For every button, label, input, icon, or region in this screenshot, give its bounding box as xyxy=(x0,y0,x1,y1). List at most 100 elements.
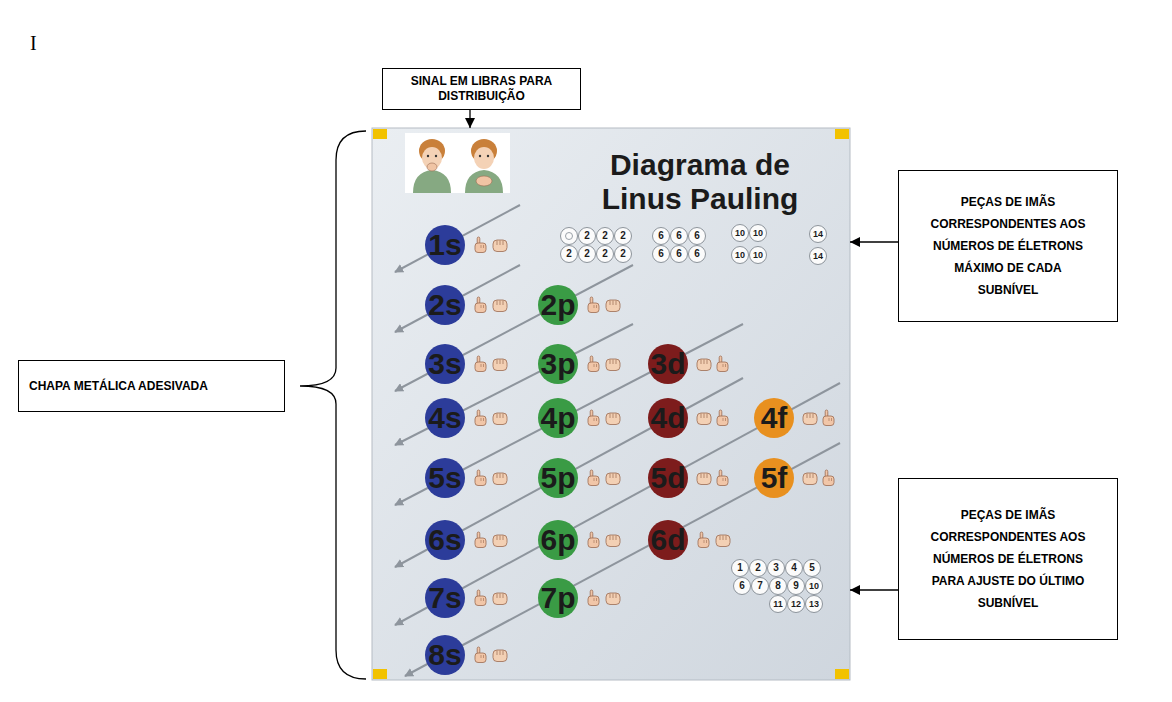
subshell-circle: 3d xyxy=(648,344,688,384)
blank-magnet xyxy=(561,228,578,245)
subshell-label: 1s xyxy=(425,228,465,262)
magnet-piece: 10 xyxy=(731,246,749,264)
subshell-circle: 4p xyxy=(538,398,578,438)
subshell-circle: 1s xyxy=(425,225,465,265)
hand-sign xyxy=(475,470,486,486)
subshell-label: 5s xyxy=(425,461,465,495)
subshell-label: 4f xyxy=(754,401,794,435)
magnet-number: 10 xyxy=(732,238,748,272)
hand-sign xyxy=(493,650,507,662)
subshell-circle: 5d xyxy=(648,458,688,498)
subshell-label: 6p xyxy=(538,523,578,557)
callout-text: SINAL EM LIBRAS PARA DISTRIBUIÇÃO xyxy=(391,74,572,104)
hand-sign xyxy=(588,470,599,486)
subshell-circle: 6p xyxy=(538,520,578,560)
subshell-circle: 5f xyxy=(754,458,794,498)
magnet-number: 13 xyxy=(806,587,822,621)
shirt xyxy=(465,170,503,193)
magnet-piece: 2 xyxy=(560,245,578,263)
hand-sign xyxy=(588,356,599,372)
callout-text: PEÇAS DE IMÃS CORRESPONDENTES AOS NÚMERO… xyxy=(931,504,1086,614)
shirt xyxy=(413,170,451,193)
hand-signs xyxy=(475,237,834,663)
hand-sign xyxy=(493,240,507,252)
hand-sign xyxy=(698,532,709,548)
magnet-number: 11 xyxy=(770,587,786,621)
hand-sign xyxy=(475,237,486,253)
subshell-circle: 7s xyxy=(425,578,465,618)
subshell-circle: 5p xyxy=(538,458,578,498)
yellow-corner xyxy=(835,669,849,679)
subshell-circle: 6d xyxy=(648,520,688,560)
magnet-piece: 10 xyxy=(749,224,767,242)
subshell-label: 5p xyxy=(538,461,578,495)
callout-box: SINAL EM LIBRAS PARA DISTRIBUIÇÃO xyxy=(382,68,581,110)
hand-sign xyxy=(697,473,711,485)
magnet-number: 6 xyxy=(689,237,705,271)
subshell-circle: 2p xyxy=(538,285,578,325)
magnet-piece: 14 xyxy=(809,225,827,243)
hand-sign xyxy=(823,470,834,486)
order-arrow xyxy=(395,265,520,332)
subshell-label: 6s xyxy=(425,523,465,557)
order-arrows xyxy=(395,205,840,676)
face xyxy=(474,147,494,169)
callout-arrow xyxy=(469,110,470,128)
callout-box: PEÇAS DE IMÃS CORRESPONDENTES AOS NÚMERO… xyxy=(898,478,1118,640)
callout-box: CHAPA METÁLICA ADESIVADA xyxy=(18,360,285,412)
hand-sign xyxy=(716,535,730,547)
magnet-number: 10 xyxy=(732,216,748,250)
callout-arrow xyxy=(850,241,898,242)
subshell-label: 2s xyxy=(425,288,465,322)
magnet-piece: 12 xyxy=(787,595,805,613)
sign-figure xyxy=(413,139,451,193)
subshell-label: 5d xyxy=(648,461,688,495)
hand-sign xyxy=(697,359,711,371)
magnet-mark xyxy=(566,233,573,240)
magnet-piece: 9 xyxy=(787,577,805,595)
hand-sign xyxy=(493,413,507,425)
magnet-piece: 2 xyxy=(596,227,614,245)
subshell-label: 3p xyxy=(538,347,578,381)
hand-sign xyxy=(493,473,507,485)
magnet-piece: 2 xyxy=(614,227,632,245)
subshell-label: 3s xyxy=(425,347,465,381)
subshell-circle: 3p xyxy=(538,344,578,384)
magnet-number: 2 xyxy=(579,237,595,271)
subshell-label: 2p xyxy=(538,288,578,322)
hand-sign xyxy=(606,473,620,485)
hand-sign xyxy=(493,300,507,312)
subshell-label: 4s xyxy=(425,401,465,435)
magnet-piece: 6 xyxy=(733,577,751,595)
subshell-label: 6d xyxy=(648,523,688,557)
subshell-label: 3d xyxy=(648,347,688,381)
hands xyxy=(476,176,492,186)
magnet-piece: 1 xyxy=(731,559,749,577)
yellow-corner xyxy=(373,129,387,139)
hand-sign xyxy=(475,532,486,548)
hand-sign xyxy=(475,410,486,426)
hand-sign xyxy=(493,593,507,605)
magnet-number: 7 xyxy=(752,569,768,603)
magnet-piece: 6 xyxy=(688,227,706,245)
hand-sign xyxy=(475,647,486,663)
eye xyxy=(487,155,489,157)
order-arrow xyxy=(395,205,520,272)
magnet-piece: 2 xyxy=(614,245,632,263)
magnet-piece: 5 xyxy=(803,559,821,577)
magnet-number: 14 xyxy=(810,239,826,273)
magnet-number: 2 xyxy=(561,237,577,271)
hand-sign xyxy=(475,590,486,606)
magnet-number: 2 xyxy=(615,237,631,271)
eye xyxy=(479,155,481,157)
subshell-circle: 4d xyxy=(648,398,688,438)
magnet-number: 10 xyxy=(750,238,766,272)
magnet-piece: 10 xyxy=(805,577,823,595)
hand-sign xyxy=(493,359,507,371)
subshell-label: 7s xyxy=(425,581,465,615)
eye xyxy=(427,155,429,157)
magnet-piece: 10 xyxy=(749,246,767,264)
magnet-piece: 2 xyxy=(749,559,767,577)
callout-box: PEÇAS DE IMÃS CORRESPONDENTES AOS NÚMERO… xyxy=(898,170,1118,322)
